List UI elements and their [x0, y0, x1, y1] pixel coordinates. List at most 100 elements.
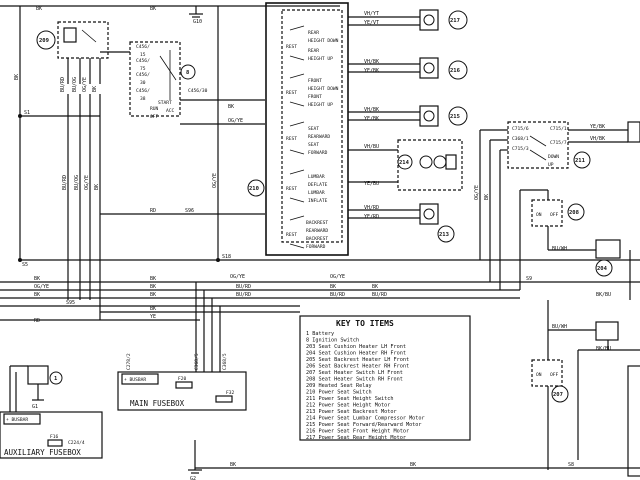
- component-circle: [551, 385, 569, 403]
- component-circle: [448, 106, 468, 126]
- wire-label: BK: [330, 284, 336, 290]
- ignition-position: ACC: [166, 108, 175, 114]
- wire-label: VH/BU: [364, 144, 379, 150]
- switch-label: DEFLATE: [308, 182, 328, 188]
- component-circle: [397, 154, 413, 170]
- motor-217: 217: [419, 9, 468, 31]
- wire-label: BK: [150, 292, 156, 298]
- ignition-connector: C456/: [136, 72, 150, 78]
- wire-label: OG/YE: [230, 274, 245, 280]
- wire-label: BK: [484, 194, 490, 200]
- busbar-label: + BUSBAR: [6, 417, 28, 423]
- component-circle: [49, 371, 63, 385]
- wire-label: BU/RD: [60, 77, 66, 92]
- wire-label: BU/RD: [236, 292, 251, 298]
- wire-label: YE/BK: [364, 68, 379, 74]
- wire-label: VH/BK: [364, 107, 379, 113]
- wire-label: BU/RD: [236, 284, 251, 290]
- auxiliary-fusebox: + BUSBAR F16 C224/4 AUXILIARY FUSEBOX: [0, 411, 103, 459]
- wire-label: YE/BK: [364, 116, 379, 122]
- switch-contacts: [289, 25, 305, 249]
- left-splices: S1 S5 BU/RD BU/OG OG/YE BK: [18, 110, 100, 268]
- wire-label: BK: [34, 292, 40, 298]
- component-circle: [247, 179, 265, 197]
- switch-rest-label: REST: [286, 90, 297, 96]
- switch-rest-label: REST: [286, 44, 297, 50]
- right-key-edge: [627, 365, 640, 477]
- wire-label: BK: [92, 86, 98, 92]
- switch-label: HEIGHT UP: [308, 102, 333, 108]
- switch-label: REARWARD: [306, 228, 328, 234]
- wire-label: BK: [34, 276, 40, 282]
- component-number: 1: [54, 376, 58, 382]
- wire-label: BU/OG: [72, 77, 78, 92]
- fuse-connector: C368/5: [194, 353, 200, 370]
- splice-label: S9: [526, 276, 532, 282]
- motor-214: 214: [397, 139, 463, 191]
- wire-label: BK: [150, 6, 156, 12]
- wire-label: YE/VT: [364, 20, 379, 26]
- wire-label: YE/BK: [590, 124, 605, 130]
- splice-label: S1: [24, 110, 30, 116]
- wire-label: OG/YE: [34, 284, 49, 290]
- switch-group-lumbar: LUMBAR DEFLATE REST LUMBAR INFLATE: [286, 174, 328, 204]
- switch-label: BACKREST: [306, 236, 328, 242]
- component-number: 211: [575, 158, 586, 164]
- wire-label: YE/BU: [364, 181, 379, 187]
- switch-label: HEIGHT DOWN: [308, 86, 339, 92]
- wire-label: BK: [150, 284, 156, 290]
- module-label: UP: [548, 162, 554, 168]
- wire-label: BU/RD: [372, 292, 387, 298]
- key-item: 214 Power Seat Lumbar Compressor Motor: [306, 416, 425, 422]
- busbar-label: + BUSBAR: [124, 377, 146, 383]
- ignition-position: OFF: [150, 114, 159, 120]
- wire-label: BU/WH: [552, 324, 567, 330]
- switch-label: FORWARD: [308, 150, 328, 156]
- key-item: 209 Heated Seat Relay: [306, 383, 372, 389]
- key-title: KEY TO ITEMS: [336, 319, 394, 328]
- wire-label: VH/BK: [364, 59, 379, 65]
- relay-209: 209 BK BU/RD BU/OG OG/YE BK: [14, 6, 109, 320]
- wire-label: BK: [230, 462, 236, 468]
- switch-label: HEIGHT DOWN: [308, 38, 339, 44]
- switch-label: LUMBAR: [308, 174, 325, 180]
- component-number: 214: [399, 160, 410, 166]
- component-number: 208: [569, 210, 579, 216]
- switch-rest-label: REST: [286, 186, 297, 192]
- key-item: 206 Seat Backrest Heater RH Front: [306, 364, 409, 370]
- component-circle: [36, 30, 56, 50]
- wire-label: BK/BU: [596, 292, 611, 298]
- bus-wires: RD S96 BK OG/YE BK S95 BK BK BK BK YE RD…: [0, 6, 640, 380]
- ground-label-left: G1: [32, 404, 38, 410]
- fuse-connector: C278/2: [126, 353, 132, 370]
- component-circle: [448, 10, 468, 30]
- switch-state: ON: [536, 372, 542, 378]
- wire-label: VH/YT: [364, 11, 379, 17]
- power-seat-switch-210: 210 REAR HEIGHT DOWN REST REAR HEIGHT UP…: [247, 2, 420, 256]
- component-circle: [567, 203, 585, 221]
- splice-label: S8: [568, 462, 574, 468]
- ignition-connector: C456/: [136, 44, 150, 50]
- switch-label: SEAT: [308, 142, 319, 148]
- fusebox-title: AUXILIARY FUSEBOX: [4, 448, 81, 457]
- fuse-connector: C224/4: [68, 440, 85, 446]
- component-number: 213: [439, 232, 449, 238]
- switch-label: SEAT: [308, 126, 319, 132]
- key-item: 203 Seat Cushion Heater LH Front: [306, 344, 406, 350]
- switch-label: REAR: [308, 48, 319, 54]
- switch-label: BACKREST: [306, 220, 328, 226]
- component-circle: [437, 225, 455, 243]
- module-label: DOWN: [548, 154, 559, 160]
- wire-label: RD: [34, 318, 40, 324]
- wire-label: BK: [94, 184, 100, 190]
- ignition-connector: C456/30: [188, 88, 208, 94]
- switch-group-rear-height: REAR HEIGHT DOWN REST REAR HEIGHT UP: [286, 30, 339, 62]
- key-item: 210 Power Seat Switch: [306, 390, 372, 396]
- wire-label: BK: [372, 284, 378, 290]
- component-number: 215: [450, 114, 460, 120]
- key-item: 204 Seat Cushion Heater RH Front: [306, 351, 406, 357]
- key-item: 212 Power Seat Height Motor: [306, 403, 390, 409]
- splice-label: S95: [66, 300, 75, 306]
- splice-label: S96: [185, 208, 194, 214]
